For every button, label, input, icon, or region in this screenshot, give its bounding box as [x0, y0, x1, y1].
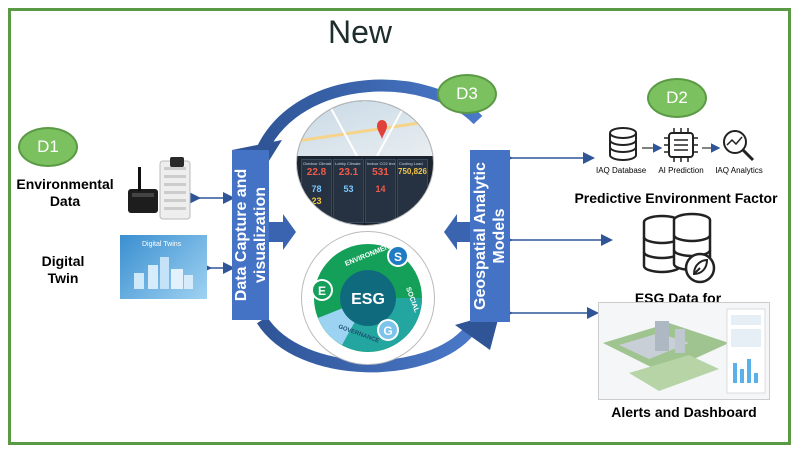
bottom-cycle-arrow: [256, 316, 475, 373]
pipeline-label-ai-prediction: AI Prediction: [658, 166, 704, 175]
geospatial-line-2: Models: [491, 208, 508, 264]
dashboard-tile-value: 22.8: [306, 167, 327, 178]
pipeline-label-iaq-analytics: IAQ Analytics: [715, 166, 763, 175]
pipeline-label-iaq-database: IAQ Database: [596, 166, 647, 175]
environmental-data-line-1: Environmental: [16, 176, 114, 192]
alerts-dashboard-image: [598, 302, 770, 400]
dashboard-tile-value: 531: [372, 167, 389, 178]
geospatial-bar: Geospatial Analytic Models: [470, 150, 510, 322]
iaq-database-icon: [606, 127, 640, 163]
digital-twin-line-2: Twin: [47, 270, 79, 286]
dashboard-tile-value: 23.1: [338, 167, 359, 178]
esg-circle: ESG E S G ENVIRONMENTAL SOCIAL GOVERNANC…: [301, 231, 435, 365]
digital-twins-image: Digital Twins: [120, 235, 207, 299]
esg-center-text: ESG: [351, 291, 385, 308]
esg-graphic: ESG E S G ENVIRONMENTAL SOCIAL GOVERNANC…: [311, 238, 422, 352]
ai-prediction-icon: [662, 126, 700, 164]
geospatial-line-1: Geospatial Analytic: [472, 162, 489, 310]
predictive-environment-label: Predictive Environment Factor: [574, 190, 778, 206]
alerts-dashboard-label: Alerts and Dashboard: [611, 404, 757, 420]
esg-s-text: S: [394, 250, 402, 264]
data-capture-line-2: visualization: [251, 186, 269, 284]
digital-twins-caption: Digital Twins: [142, 241, 182, 248]
geo-to-center-arrow: [444, 214, 472, 250]
esg-e-text: E: [318, 284, 326, 298]
digital-twin-label: Digital Twin: [28, 253, 98, 287]
dashboard-tile-title: Cooling Load: [399, 161, 423, 166]
data-capture-bar: Data Capture and visualization: [232, 150, 269, 320]
esg-database-icon: [640, 212, 720, 288]
environmental-data-label: Environmental Data: [14, 176, 116, 210]
environmental-data-line-2: Data: [49, 193, 81, 209]
dashboard-tile-secondary-value: 53: [343, 184, 354, 194]
iaq-analytics-icon: [720, 127, 756, 163]
dashboard-tile-title: Outdoor Climate: [303, 161, 331, 166]
map-pin-icon: [377, 120, 387, 140]
dashboard-tile-secondary-value: 78: [311, 184, 322, 194]
badge-d1: D1: [18, 127, 78, 167]
dashboard-map: [297, 101, 433, 156]
dashboard-tile-value: 750,826: [398, 167, 427, 176]
diagram-frame: [8, 8, 791, 445]
badge-d2: D2: [647, 78, 707, 118]
badge-d3: D3: [437, 74, 497, 114]
dashboard-tile-tertiary-value: 23: [311, 196, 322, 206]
data-capture-line-1: Data Capture and: [232, 168, 250, 302]
dashboard-tile-title: Lobby Climate: [335, 161, 361, 166]
dashboard-tile-secondary-value: 14: [375, 184, 386, 194]
page-title: New: [327, 14, 392, 50]
sensor-devices-image: [124, 155, 196, 227]
geospatial-text: Geospatial Analytic Models: [471, 162, 509, 310]
data-capture-text: Data Capture and visualization: [232, 169, 270, 301]
dashboard-tile-title: Indoor CO2 level: [367, 161, 395, 166]
esg-g-text: G: [383, 324, 392, 338]
digital-twin-line-1: Digital: [41, 253, 85, 269]
capture-to-center-arrow: [268, 214, 296, 250]
